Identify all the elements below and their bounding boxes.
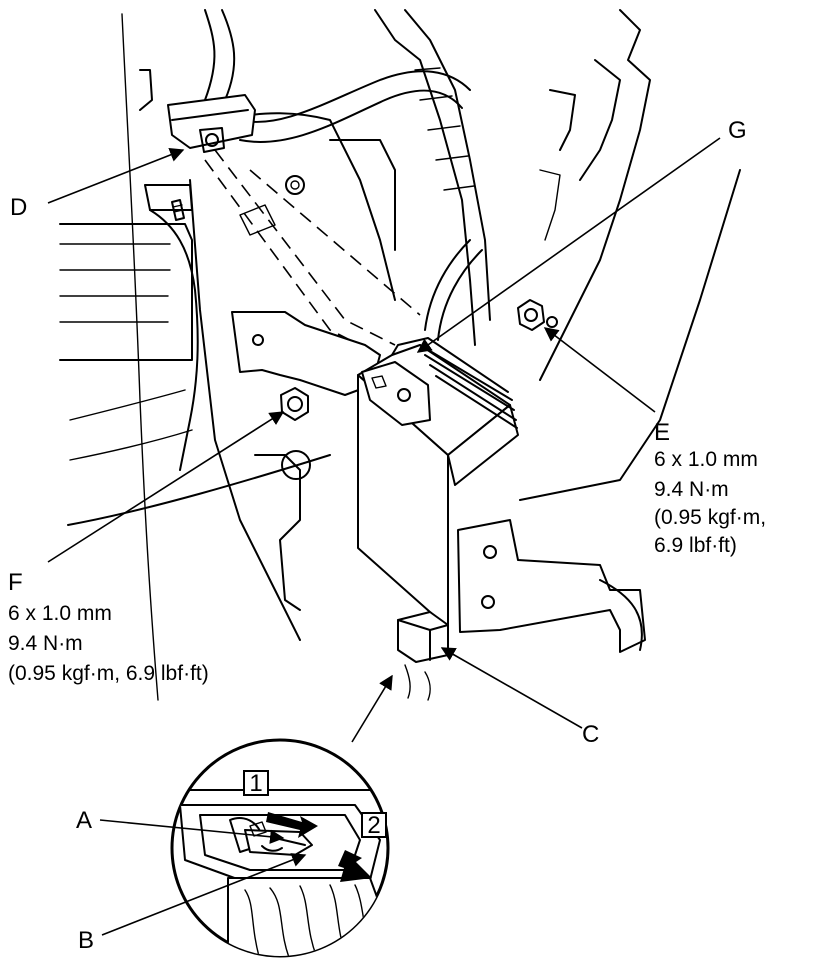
spec-f: 6 x 1.0 mm 9.4 N·m (0.95 kgf·m, 6.9 lbf·… <box>8 602 209 685</box>
spec-f-line-1: 6 x 1.0 mm <box>8 602 112 625</box>
nut-f <box>280 387 309 421</box>
step-1-label: 1 <box>249 770 262 797</box>
background-structure <box>59 9 741 701</box>
callout-e: E <box>654 419 670 446</box>
connector-c <box>397 611 449 701</box>
spec-e-line-4: 6.9 lbf·ft) <box>654 534 737 557</box>
callout-d: D <box>10 194 27 221</box>
callout-c: C <box>582 721 599 748</box>
step-2-label: 2 <box>367 812 380 839</box>
spec-e-line-2: 9.4 N·m <box>654 478 729 501</box>
nut-e <box>517 299 558 331</box>
detail-pointer-arrow <box>351 674 393 743</box>
spec-e: 6 x 1.0 mm 9.4 N·m (0.95 kgf·m, 6.9 lbf·… <box>654 448 766 557</box>
spec-e-line-1: 6 x 1.0 mm <box>654 448 758 471</box>
spec-f-line-3: (0.95 kgf·m, 6.9 lbf·ft) <box>8 662 209 685</box>
callout-b: B <box>78 927 94 954</box>
leader-lines <box>47 137 721 936</box>
ecm-module <box>357 337 646 653</box>
callout-f: F <box>8 569 23 596</box>
connector-release-detail: 1 2 <box>170 738 390 958</box>
connector-d <box>167 94 256 153</box>
spec-f-line-2: 9.4 N·m <box>8 632 83 655</box>
callout-g: G <box>728 117 747 144</box>
spec-e-line-3: (0.95 kgf·m, <box>654 506 766 529</box>
callout-a: A <box>76 807 92 834</box>
